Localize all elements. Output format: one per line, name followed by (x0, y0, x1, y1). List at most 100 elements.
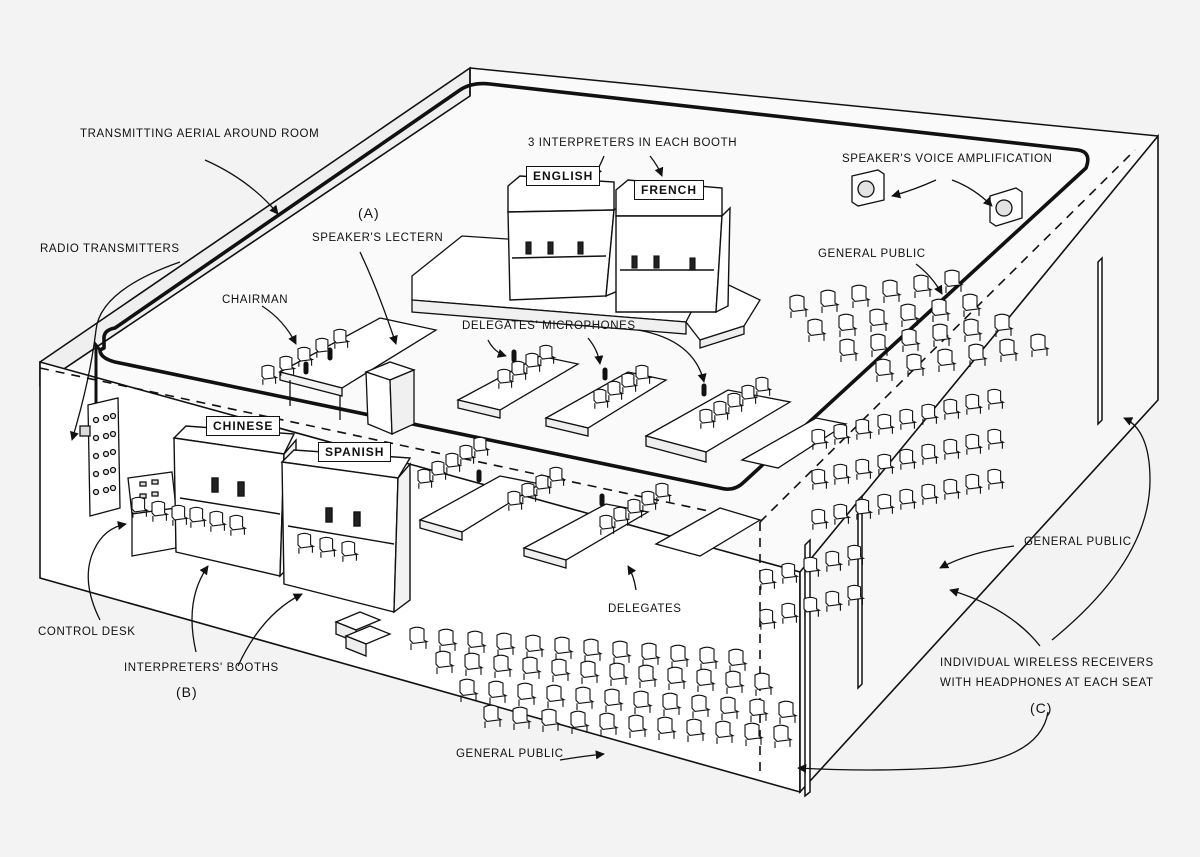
chair (493, 654, 513, 678)
chair (944, 269, 964, 293)
chair (467, 630, 487, 654)
marker-c: (C) (1030, 700, 1053, 716)
chair (297, 532, 316, 554)
chair (899, 448, 918, 470)
arrow-booth-chinese (191, 565, 209, 653)
chair (759, 568, 778, 590)
label-arrows (69, 155, 1151, 773)
arrow-delegate-mic-2 (587, 337, 604, 365)
chair (715, 720, 735, 744)
chair (877, 413, 896, 435)
loudspeakers (851, 169, 1023, 227)
marker-a: (A) (358, 205, 380, 221)
chair (633, 690, 653, 714)
chair (839, 338, 859, 362)
label-speakers-voice-amplification: SPEAKER'S VOICE AMPLIFICATION (842, 153, 1053, 165)
chair (838, 313, 858, 337)
chair (511, 360, 529, 381)
chair (662, 692, 682, 716)
chair (131, 496, 150, 518)
chair (833, 503, 852, 525)
chair (803, 556, 822, 578)
chair (725, 670, 745, 694)
arrow-speaker-left (891, 179, 937, 199)
chair (987, 468, 1006, 490)
label-wireless-line2: WITH HEADPHONES AT EACH SEAT (940, 677, 1154, 689)
chair (431, 460, 449, 481)
chair (575, 686, 595, 710)
chair (593, 388, 611, 409)
chair (899, 408, 918, 430)
microphones (303, 347, 707, 507)
chair (720, 696, 740, 720)
arrow-general-public-back (915, 263, 943, 295)
chair (900, 303, 920, 327)
chair (855, 458, 874, 480)
chair (965, 393, 984, 415)
chair (781, 562, 800, 584)
label-wireless-line1: INDIVIDUAL WIRELESS RECEIVERS (940, 657, 1154, 669)
arrow-delegate-mic-1 (487, 339, 507, 358)
chair (667, 666, 687, 690)
chair (261, 364, 279, 385)
chair (488, 680, 508, 704)
arrow-booth-spanish (237, 593, 303, 667)
booth-sign-english: ENGLISH (526, 166, 601, 186)
chair (699, 408, 717, 429)
booth-spanish (280, 449, 412, 614)
entrance-steps (334, 611, 392, 657)
booth-sign-french: FRENCH (634, 180, 704, 200)
chair (699, 646, 719, 670)
chair (570, 710, 590, 734)
radio-transmitter-rack (79, 397, 121, 517)
chair (438, 628, 458, 652)
chair (869, 308, 889, 332)
chair (525, 634, 545, 658)
arrow-interpreters-french (649, 155, 664, 177)
chair (741, 384, 759, 405)
chair (435, 650, 455, 674)
chair (833, 423, 852, 445)
chair (855, 498, 874, 520)
chair (417, 468, 435, 489)
chair (171, 504, 190, 526)
chair (931, 298, 951, 322)
chair (525, 352, 543, 373)
chair (522, 656, 542, 680)
chair (459, 444, 477, 465)
chair (445, 452, 463, 473)
label-speakers-lectern: SPEAKER'S LECTERN (312, 232, 444, 244)
arrow-general-public-front (559, 750, 605, 761)
chair (877, 453, 896, 475)
chair (754, 672, 774, 696)
chair (189, 506, 208, 528)
chair (807, 318, 827, 342)
arrow-receivers-right (949, 587, 1041, 647)
label-delegates-microphones: DELEGATES' MICROPHONES (462, 320, 636, 332)
chair (607, 380, 625, 401)
chair (279, 355, 297, 376)
chair (749, 698, 769, 722)
chair (906, 353, 926, 377)
arrow-radio-transmitters (69, 261, 181, 441)
chair (333, 328, 351, 349)
chair (507, 490, 525, 511)
chair (921, 403, 940, 425)
label-delegates: DELEGATES (608, 603, 682, 615)
chair (999, 338, 1019, 362)
arrow-delegates (627, 565, 637, 591)
chair (496, 632, 516, 656)
chair (825, 550, 844, 572)
chair (921, 443, 940, 465)
chair (965, 473, 984, 495)
chairs-layer (131, 269, 1050, 748)
chair (820, 289, 840, 313)
marker-b: (B) (176, 684, 198, 700)
chair (744, 722, 764, 746)
chair (943, 478, 962, 500)
chair (877, 493, 896, 515)
chair (727, 392, 745, 413)
chair (554, 636, 574, 660)
control-desk (127, 471, 177, 557)
